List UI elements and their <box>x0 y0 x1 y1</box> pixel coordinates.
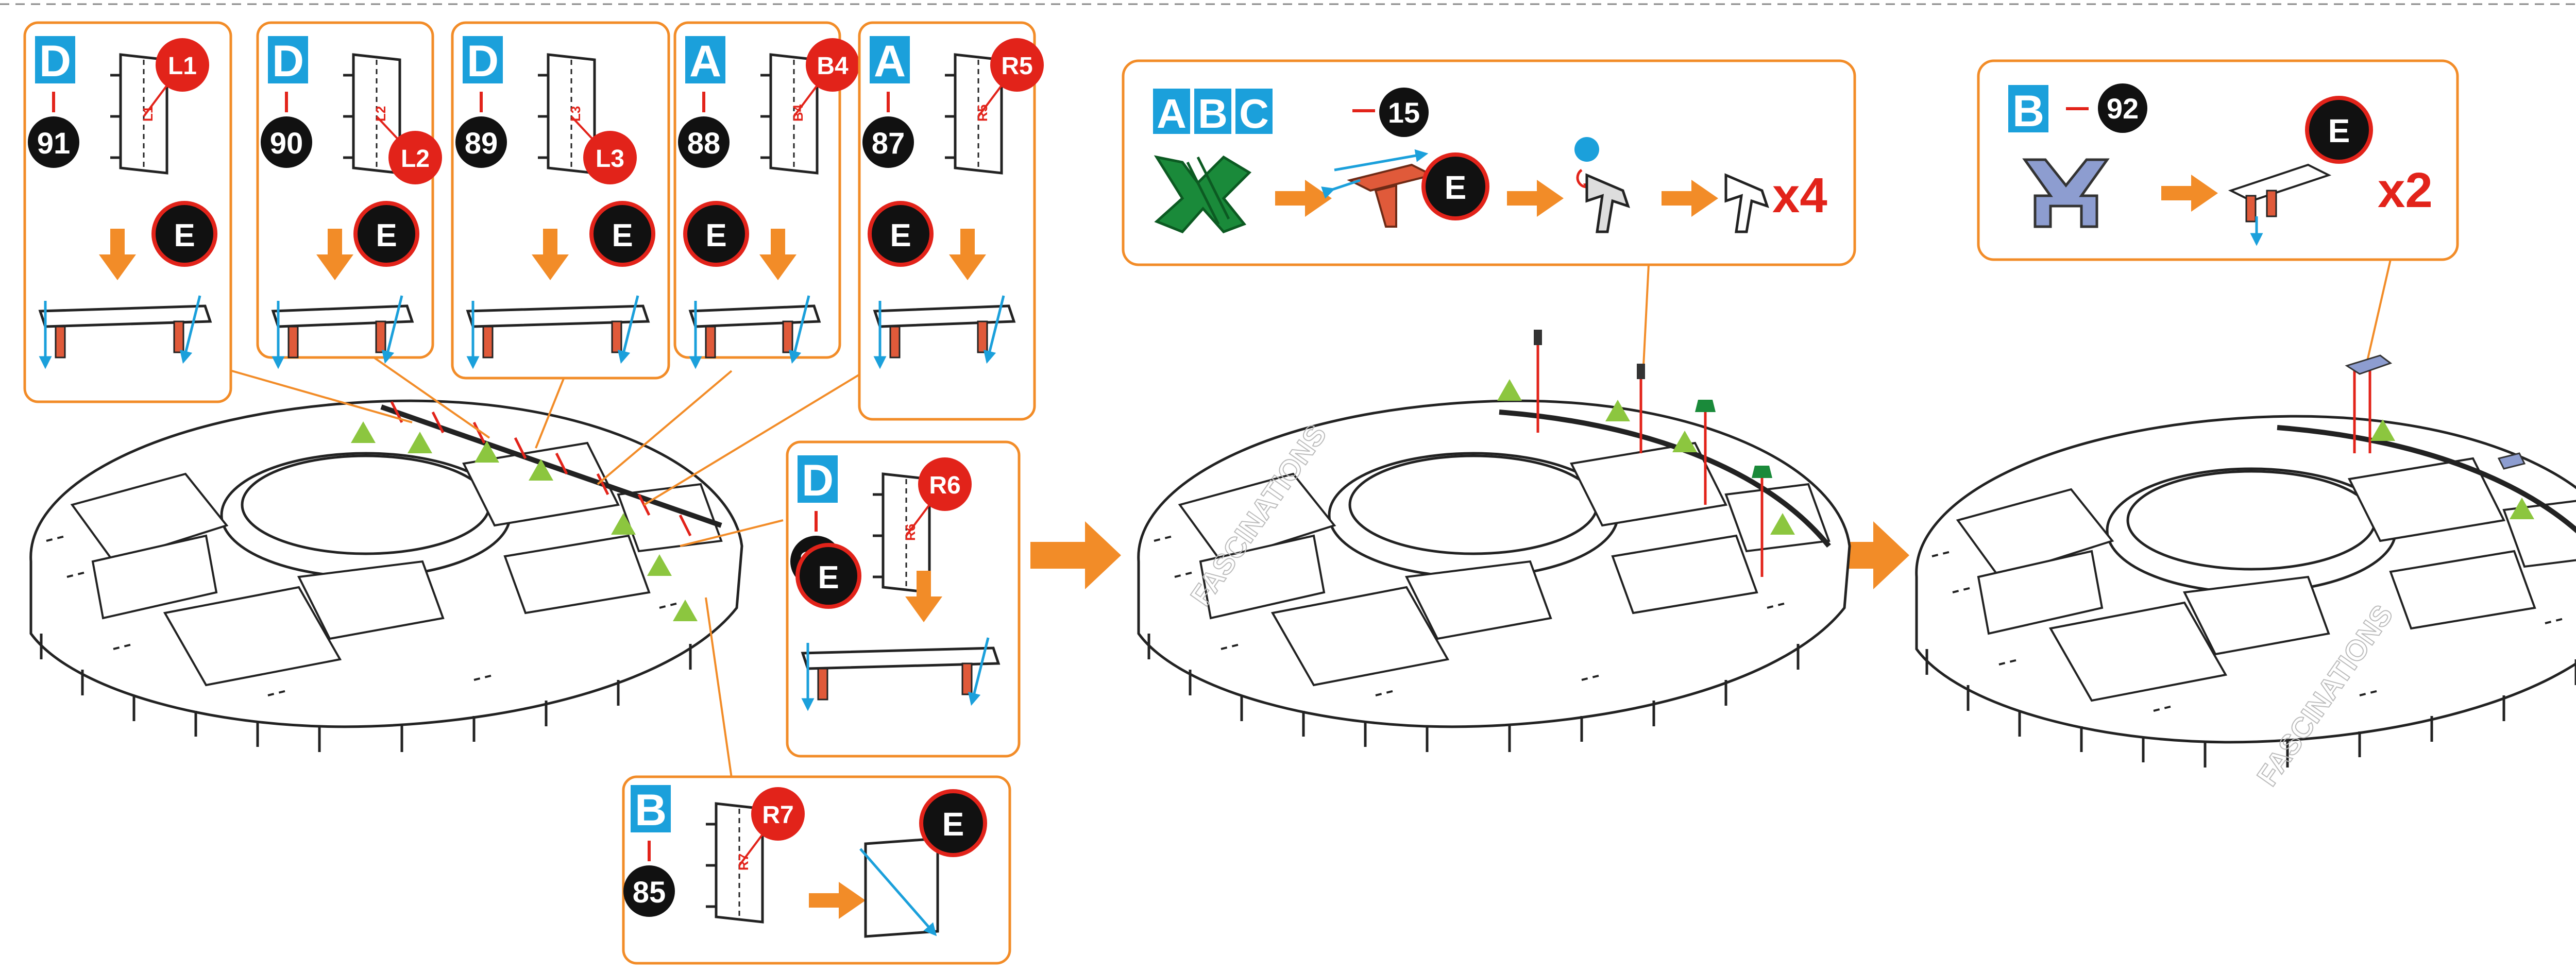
leader-lines-step1 <box>231 354 867 778</box>
step3-panel: B 92 E x2 <box>1977 59 2459 261</box>
step3-part-number: 92 <box>2107 92 2139 125</box>
step2-target-label: E <box>1445 169 1467 206</box>
target-label: E <box>942 806 964 843</box>
part-number: 89 <box>465 127 498 160</box>
part-number: 85 <box>633 876 666 909</box>
sheet-letter: A <box>874 37 906 86</box>
sheet-letter: D <box>467 37 499 86</box>
outline-part-icon <box>1724 173 1769 233</box>
callout-label: R6 <box>929 472 960 499</box>
callout-label: R5 <box>1001 53 1032 80</box>
callout-label: R7 <box>762 802 793 829</box>
sheet-letter: A <box>689 37 721 86</box>
step3-leader <box>2366 259 2392 361</box>
red-part-icon <box>1321 149 1435 228</box>
step2-posts <box>1497 330 1795 577</box>
part-mark: R6 <box>903 524 918 541</box>
periwinkle-part-assembled-icon <box>2228 163 2332 246</box>
part-mark: L3 <box>568 106 583 122</box>
target-label: E <box>890 218 911 253</box>
part-number: 88 <box>687 127 721 160</box>
target-label: E <box>174 218 195 253</box>
grey-part-icon <box>1585 173 1630 233</box>
part-mark: B4 <box>790 104 806 122</box>
sheet-letter: B <box>635 786 667 835</box>
step3-posts <box>2345 354 2534 519</box>
step3-target-label: E <box>2328 112 2350 149</box>
sheet-letter: D <box>39 37 71 86</box>
part-mark: L1 <box>140 106 156 122</box>
part-sketch: R6 <box>873 472 931 594</box>
hub-step2 <box>1139 401 1850 752</box>
part-sketch: R7 <box>706 802 764 924</box>
target-label: E <box>818 560 839 595</box>
target-label: E <box>376 218 397 253</box>
sheet-letter: D <box>272 37 304 86</box>
part-number: 90 <box>270 127 303 160</box>
target-label: E <box>612 218 633 253</box>
step2-sheet-a: A <box>1157 91 1187 137</box>
part-number: 91 <box>37 127 71 160</box>
callout-label: L3 <box>596 145 624 173</box>
callout-label: L2 <box>401 145 430 173</box>
part-mark: L2 <box>373 106 388 122</box>
part-sketch: R5 <box>945 53 1003 175</box>
step2-part-number: 15 <box>1388 96 1420 129</box>
part-number: 87 <box>872 127 905 160</box>
part-mark: R7 <box>736 854 751 871</box>
step3-sheet: B <box>2012 87 2044 136</box>
step2-sheet-c: C <box>1239 91 1269 137</box>
target-label: E <box>705 218 726 253</box>
sheet-letter: D <box>802 456 834 505</box>
callout-label: L1 <box>168 53 197 80</box>
next-step-arrow-1 <box>1030 521 1121 589</box>
step2-multiplier: x4 <box>1772 168 1827 223</box>
step3-multiplier: x2 <box>2378 163 2433 218</box>
part-mark: R5 <box>975 105 990 122</box>
step2-leader <box>1642 264 1650 366</box>
part-sketch: L1 <box>110 53 168 175</box>
hub-step3 <box>1917 416 2576 768</box>
blue-dot-icon <box>1574 137 1599 162</box>
callout-label: B4 <box>817 53 849 80</box>
step2-sheet-b: B <box>1198 91 1228 137</box>
green-part-icon <box>1154 155 1252 233</box>
panel-part-86: D86R6R6E <box>786 440 1021 758</box>
part-sketch: B4 <box>760 53 819 175</box>
periwinkle-part-icon <box>2022 158 2110 228</box>
